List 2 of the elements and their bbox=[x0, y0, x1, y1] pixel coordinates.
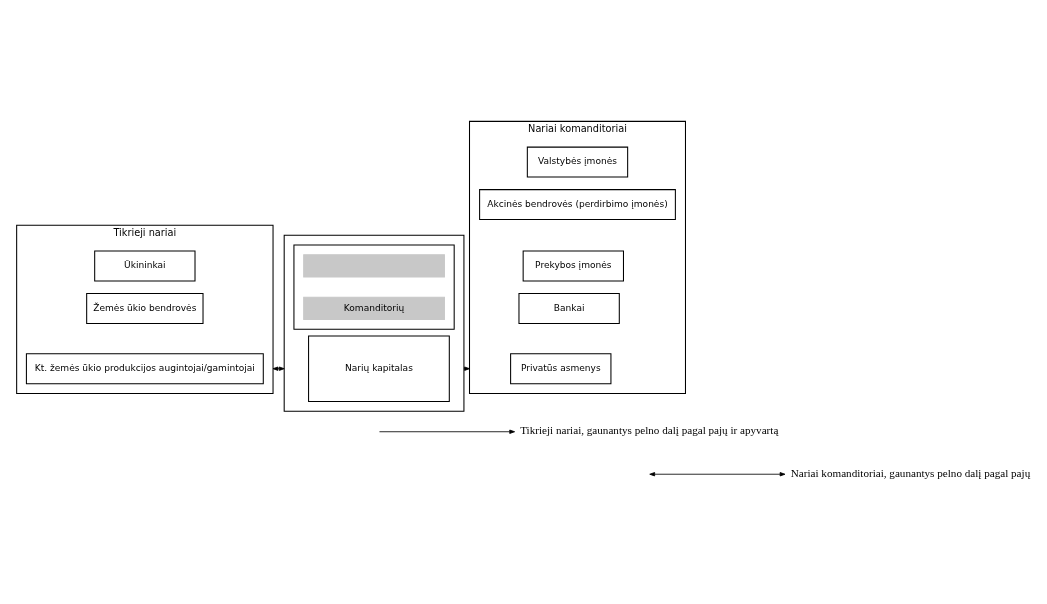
legend-label: Nariai komanditoriai, gaunantys pelno dalį pagal pajų bbox=[790, 466, 1031, 479]
legend-label: Tikrieji nariai, gaunantys pelno dalį pagal pajų ir apyvartą bbox=[520, 423, 779, 436]
